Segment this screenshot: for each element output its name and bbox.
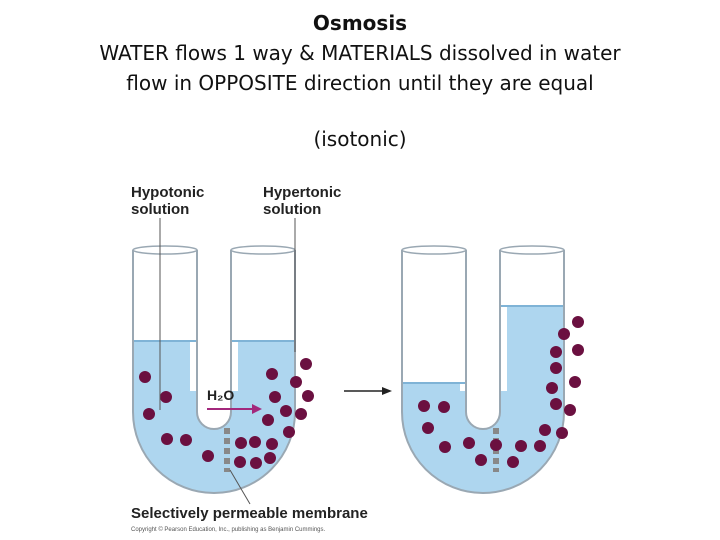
hypotonic-label: Hypotonic solution (131, 184, 204, 218)
hypotonic-label-line-1: Hypotonic (131, 184, 205, 201)
slide-subtitle-line-1: WATER flows 1 way & MATERIALS dissolved … (99, 41, 621, 65)
hypertonic-label: Hypertonic solution (263, 184, 341, 218)
slide-header: Osmosis WATER flows 1 way & MATERIALS di… (0, 8, 720, 98)
copyright-notice: Copyright © Pearson Education, Inc., pub… (131, 527, 326, 533)
hypertonic-label-line-2: solution (263, 201, 322, 218)
isotonic-note: (isotonic) (313, 127, 407, 151)
slide-title: Osmosis (312, 11, 408, 35)
membrane-label: Selectively permeable membrane (131, 505, 368, 522)
water-flow-label: H₂O (207, 387, 234, 403)
water-flow-arrow (207, 404, 262, 414)
slide-subtitle-line-2: flow in OPPOSITE direction until they ar… (126, 71, 594, 95)
transition-arrow (344, 387, 392, 395)
membrane-leader-line (229, 469, 251, 505)
solute-particles-before (139, 358, 314, 469)
solute-particles-after (418, 316, 584, 468)
solution-right-arm (507, 306, 564, 493)
hypotonic-label-line-2: solution (131, 201, 190, 218)
hypertonic-label-line-1: Hypertonic (263, 184, 342, 201)
